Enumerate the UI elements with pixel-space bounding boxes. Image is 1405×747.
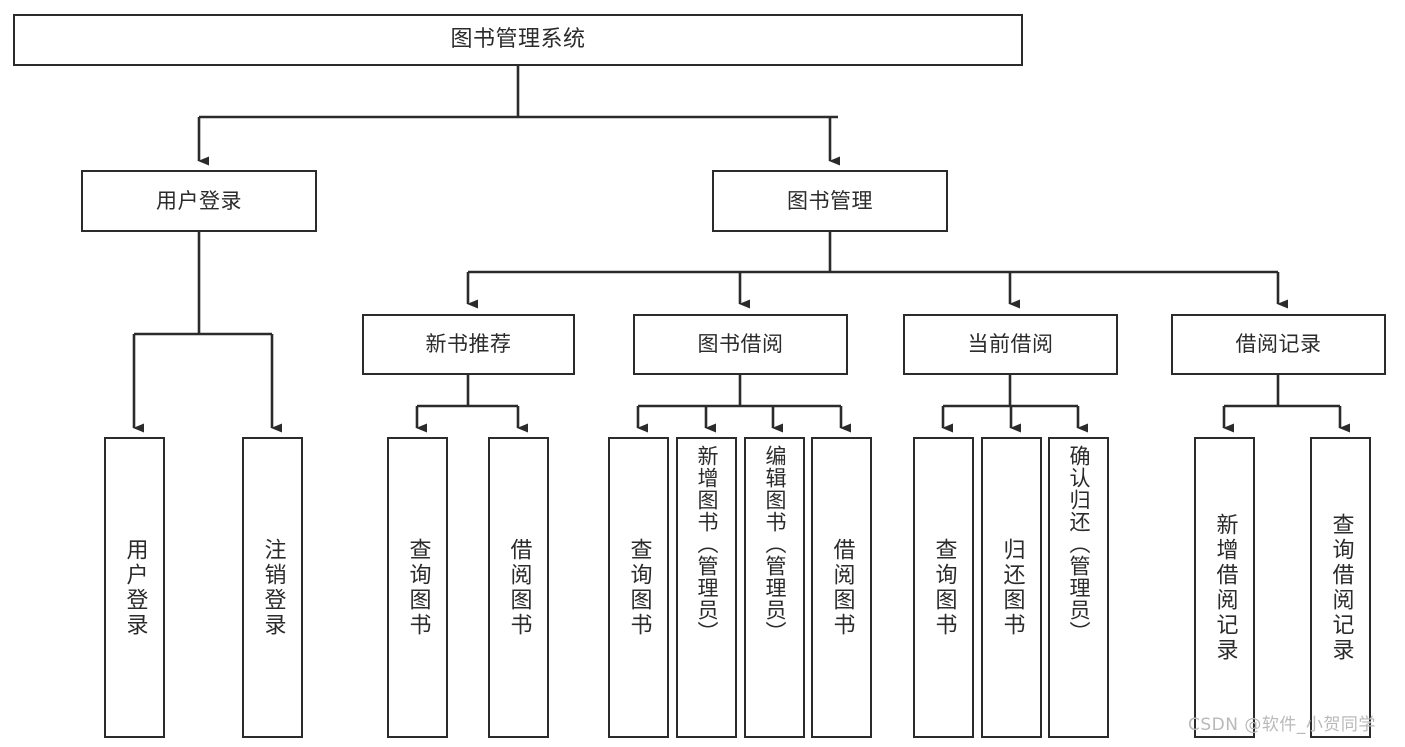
leaf-add-borrow-record[interactable]: 新增借阅记录 [1194,437,1255,738]
leaf-query-books-borrow[interactable]: 查询图书 [608,437,669,738]
node-current-borrowing[interactable]: 当前借阅 [903,314,1118,375]
leaf-edit-book-admin[interactable]: 编辑图书（管理员） [744,437,805,738]
node-label: 图书管理 [787,188,873,213]
node-label: 用户登录 [122,537,148,638]
node-user-login[interactable]: 用户登录 [81,170,317,232]
csdn-watermark: CSDN @软件_小贺同学 [1188,715,1376,735]
node-label: 查询图书 [931,537,957,638]
leaf-borrow-books[interactable]: 借阅图书 [811,437,872,738]
node-label: 归还图书 [999,537,1025,638]
node-label: 借阅图书 [506,537,532,638]
leaf-return-books[interactable]: 归还图书 [981,437,1042,738]
node-label: 当前借阅 [967,332,1054,357]
node-root-book-management-system[interactable]: 图书管理系统 [13,14,1023,66]
node-label: 新增图书（管理员） [695,445,719,643]
node-label: 查询图书 [405,537,431,638]
node-label: 编辑图书（管理员） [763,445,787,643]
node-book-borrowing[interactable]: 图书借阅 [633,314,848,375]
node-label: 注销登录 [260,537,286,638]
node-borrowing-records[interactable]: 借阅记录 [1171,314,1386,375]
node-label: 借阅记录 [1235,332,1322,357]
node-label: 查询图书 [626,537,652,638]
node-label: 新书推荐 [425,332,512,357]
leaf-logout[interactable]: 注销登录 [242,437,303,738]
node-label: 图书借阅 [697,332,784,357]
leaf-confirm-return-admin[interactable]: 确认归还（管理员） [1048,437,1109,738]
node-label: 查询借阅记录 [1328,512,1354,663]
leaf-query-books-current[interactable]: 查询图书 [913,437,974,738]
leaf-query-borrow-record[interactable]: 查询借阅记录 [1310,437,1371,738]
leaf-add-book-admin[interactable]: 新增图书（管理员） [676,437,737,738]
node-label: 图书管理系统 [450,27,586,53]
node-label: 新增借阅记录 [1212,512,1238,663]
node-label: 用户登录 [156,188,242,213]
node-new-book-recommendation[interactable]: 新书推荐 [362,314,575,375]
leaf-query-books-recommend[interactable]: 查询图书 [387,437,448,738]
node-book-management[interactable]: 图书管理 [712,170,948,232]
node-label: 确认归还（管理员） [1067,445,1091,643]
leaf-user-login[interactable]: 用户登录 [104,437,165,738]
leaf-borrow-books-recommend[interactable]: 借阅图书 [488,437,549,738]
node-label: 借阅图书 [829,537,855,638]
